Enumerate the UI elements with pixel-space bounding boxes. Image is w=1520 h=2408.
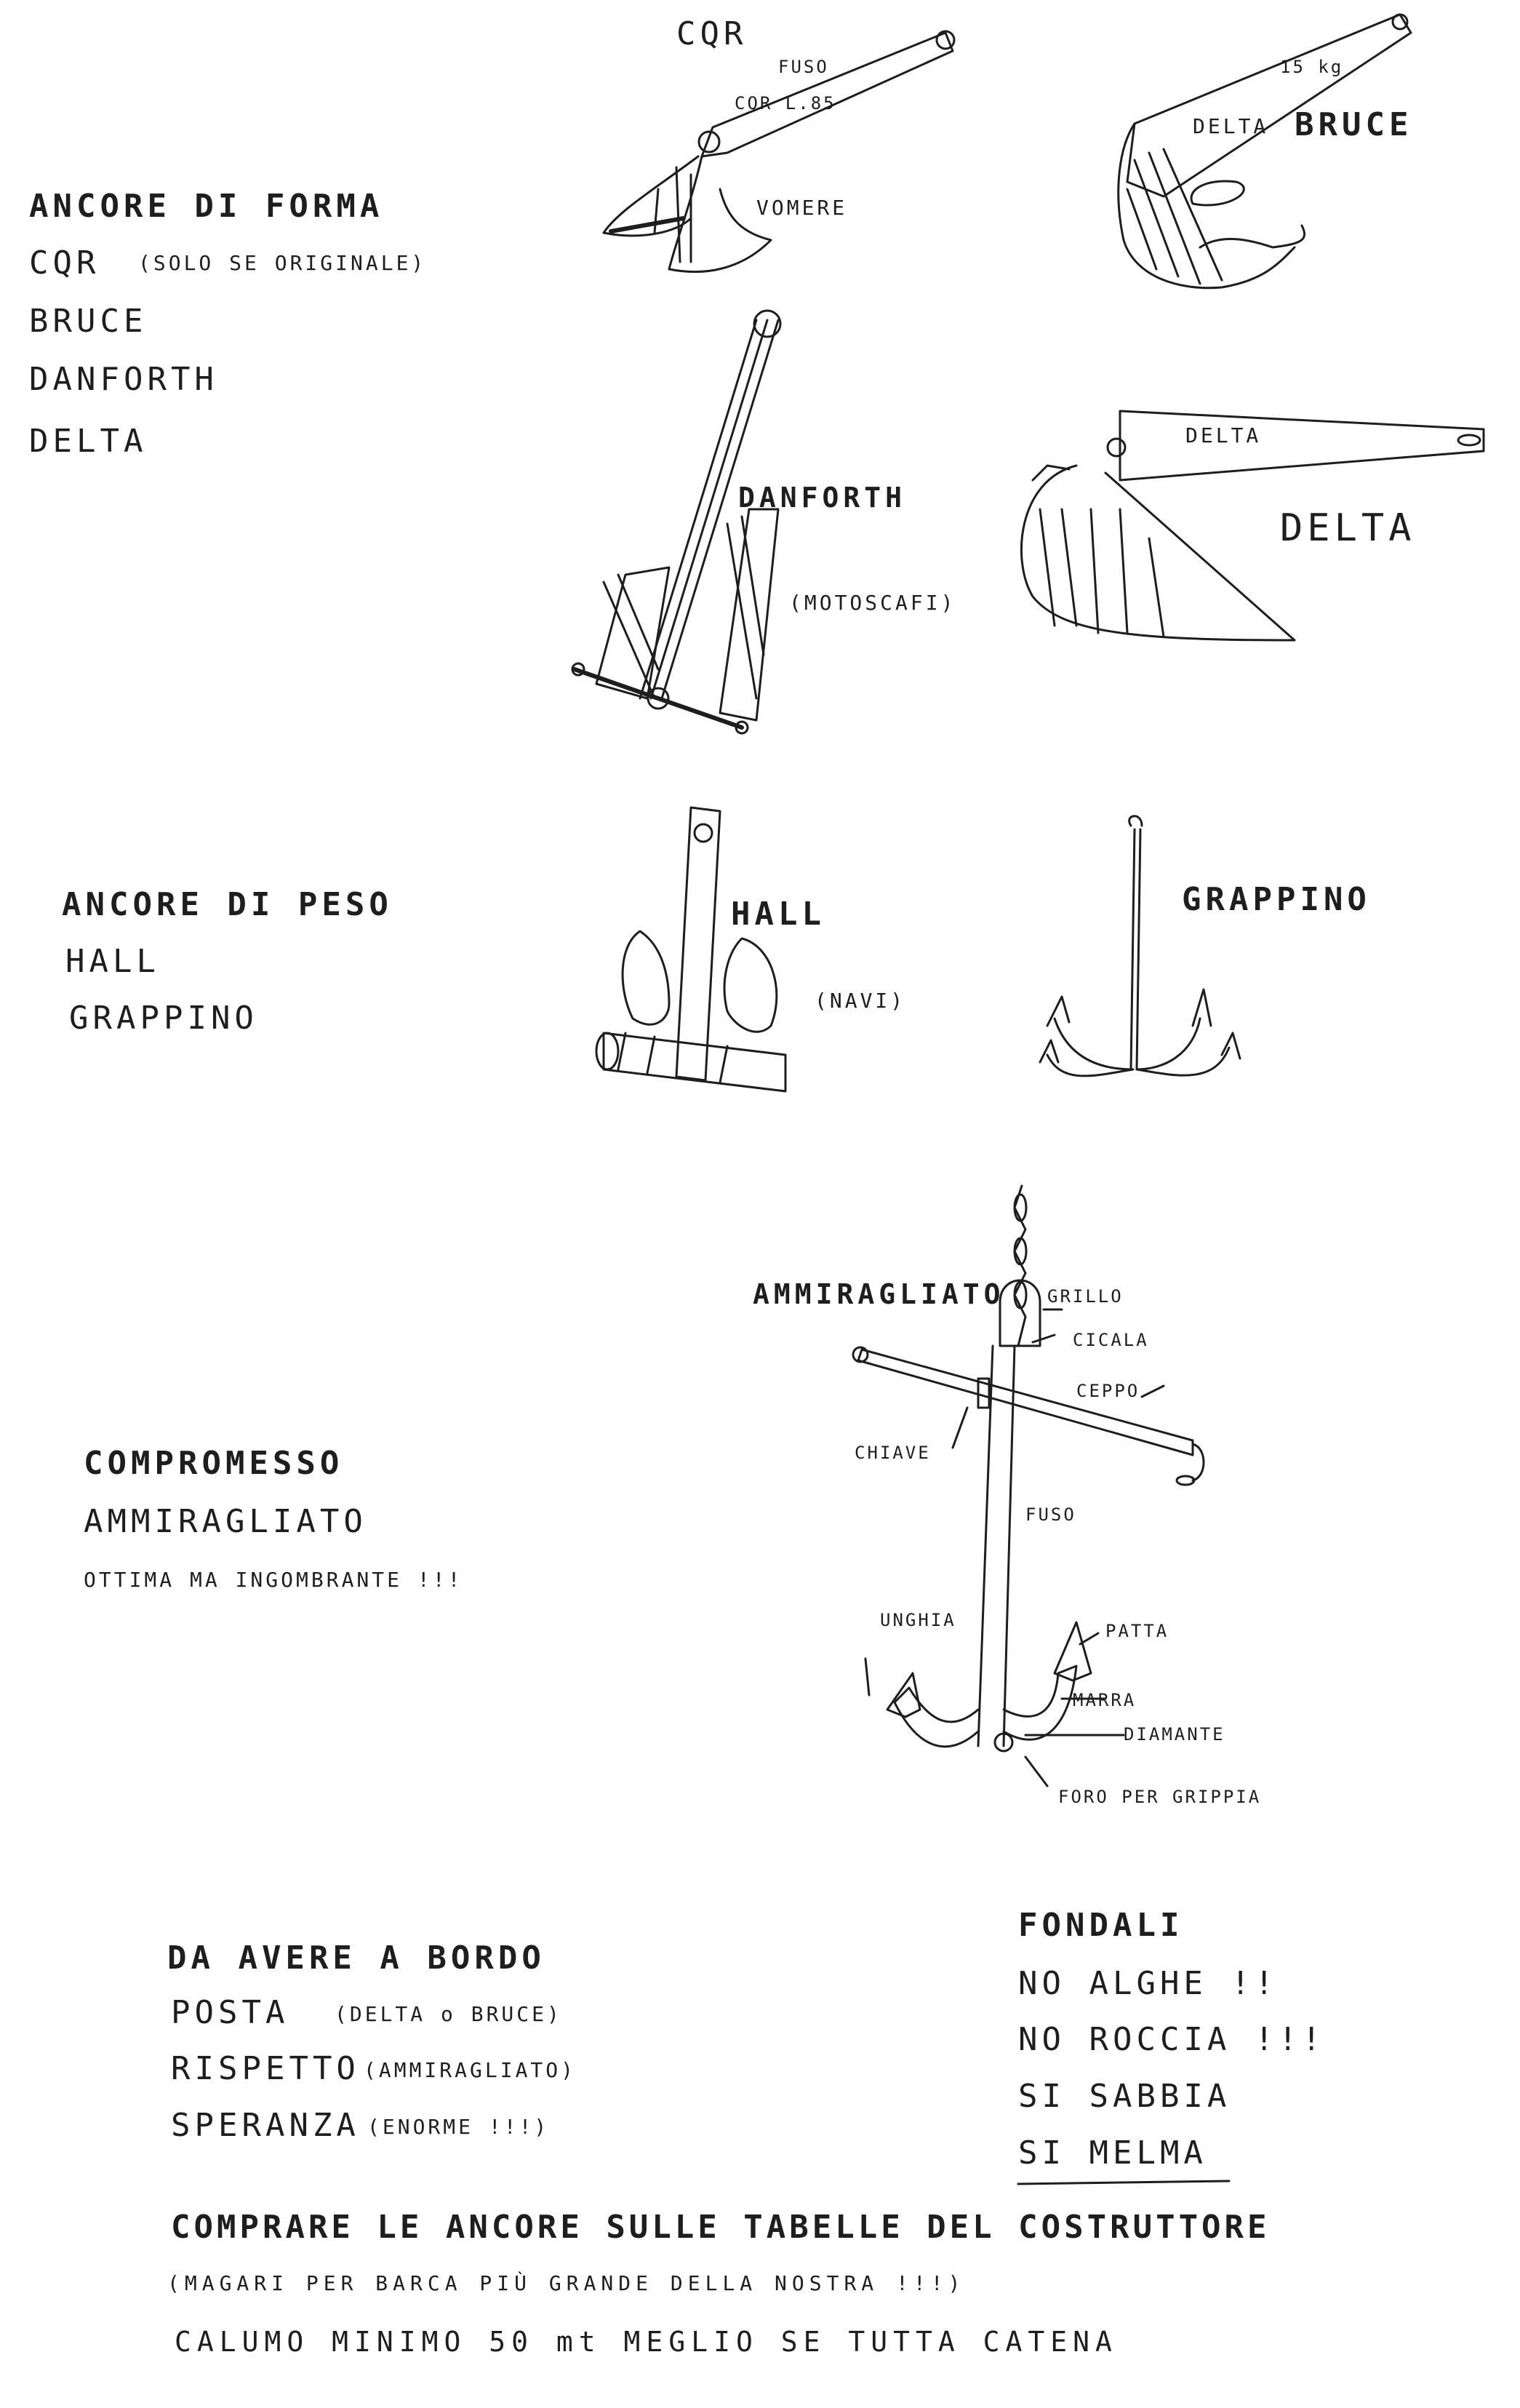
bordo-item-speranza-note: (ENORME !!!) <box>367 2115 550 2139</box>
ammiragliato-title: AMMIRAGLIATO <box>753 1278 1005 1310</box>
hall-anchor-drawing <box>595 806 787 1093</box>
bordo-item-posta: POSTA <box>171 1994 289 2031</box>
fondali-item-melma: SI MELMA <box>1018 2134 1207 2172</box>
compromesso-note: OTTIMA MA INGOMBRANTE !!! <box>84 1568 463 1592</box>
ammiragliato-part-ceppo: CEPPO <box>1076 1381 1140 1401</box>
ammiragliato-part-diamante: DIAMANTE <box>1124 1724 1225 1745</box>
delta-anchor-drawing <box>1020 410 1485 642</box>
fondali-item-alghe: NO ALGHE !! <box>1018 1965 1279 2002</box>
bordo-item-posta-note: (DELTA o BRUCE) <box>335 2002 562 2026</box>
forma-heading: ANCORE DI FORMA <box>29 188 384 225</box>
peso-item-grappino: GRAPPINO <box>69 1000 258 1037</box>
ammiragliato-part-foro: FORO PER GRIPPIA <box>1058 1787 1262 1807</box>
fondali-heading: FONDALI <box>1018 1907 1184 1944</box>
forma-item-delta: DELTA <box>29 423 148 460</box>
grappino-title: GRAPPINO <box>1182 881 1371 918</box>
footer-line-1: COMPRARE LE ANCORE SULLE TABELLE DEL COS… <box>171 2209 1271 2246</box>
danforth-note: (MOTOSCAFI) <box>789 591 956 615</box>
ammiragliato-part-cicala: CICALA <box>1073 1330 1149 1350</box>
melma-underline <box>1017 2180 1231 2185</box>
ammiragliato-anchor-drawing <box>852 1184 1205 1787</box>
cqr-title: CQR <box>676 15 748 52</box>
hall-title: HALL <box>731 896 825 933</box>
compromesso-heading: COMPROMESSO <box>84 1445 344 1482</box>
cqr-anchor-drawing <box>602 30 956 274</box>
forma-item-bruce: BRUCE <box>29 303 148 340</box>
ammiragliato-part-marra: MARRA <box>1073 1690 1137 1710</box>
footer-line-2: (MAGARI PER BARCA PIÙ GRANDE DELLA NOSTR… <box>167 2271 966 2295</box>
ammiragliato-part-unghia: UNGHIA <box>880 1610 956 1630</box>
ammiragliato-part-patta: PATTA <box>1105 1621 1169 1641</box>
compromesso-item-ammiragliato: AMMIRAGLIATO <box>84 1503 367 1540</box>
bruce-anchor-drawing <box>1117 13 1412 290</box>
grappino-anchor-drawing <box>1039 815 1241 1077</box>
bruce-part-delta: DELTA <box>1193 114 1269 138</box>
delta-title: DELTA <box>1280 506 1416 550</box>
fondali-item-sabbia: SI SABBIA <box>1018 2078 1231 2115</box>
bruce-title: BRUCE <box>1295 106 1413 143</box>
fondali-item-roccia: NO ROCCIA !!! <box>1018 2021 1326 2058</box>
danforth-anchor-drawing <box>571 309 782 735</box>
ammiragliato-part-chiave: CHIAVE <box>855 1443 931 1463</box>
bruce-part-weight: 15 kg <box>1280 57 1344 77</box>
cqr-part-model: CQR L.85 <box>735 93 836 113</box>
cqr-part-fuso: FUSO <box>778 57 829 77</box>
bordo-item-rispetto-note: (AMMIRAGLIATO) <box>364 2058 577 2082</box>
bordo-item-speranza: SPERANZA <box>171 2107 360 2144</box>
forma-item-cqr: CQR <box>29 244 100 282</box>
cqr-part-vomere: VOMERE <box>756 196 848 220</box>
hall-note: (NAVI) <box>815 989 906 1013</box>
ammiragliato-part-grillo: GRILLO <box>1047 1286 1124 1307</box>
forma-item-danforth: DANFORTH <box>29 361 218 398</box>
bordo-heading: DA AVERE A BORDO <box>167 1939 545 1977</box>
delta-part-delta: DELTA <box>1185 423 1262 447</box>
forma-item-cqr-note: (SOLO SE ORIGINALE) <box>138 251 427 275</box>
footer-line-3: CALUMO MINIMO 50 mt MEGLIO SE TUTTA CATE… <box>175 2326 1118 2358</box>
ammiragliato-part-fuso: FUSO <box>1025 1504 1076 1525</box>
peso-item-hall: HALL <box>65 943 160 980</box>
peso-heading: ANCORE DI PESO <box>62 886 393 923</box>
danforth-title: DANFORTH <box>738 482 907 514</box>
bordo-item-rispetto: RISPETTO <box>171 2050 360 2087</box>
